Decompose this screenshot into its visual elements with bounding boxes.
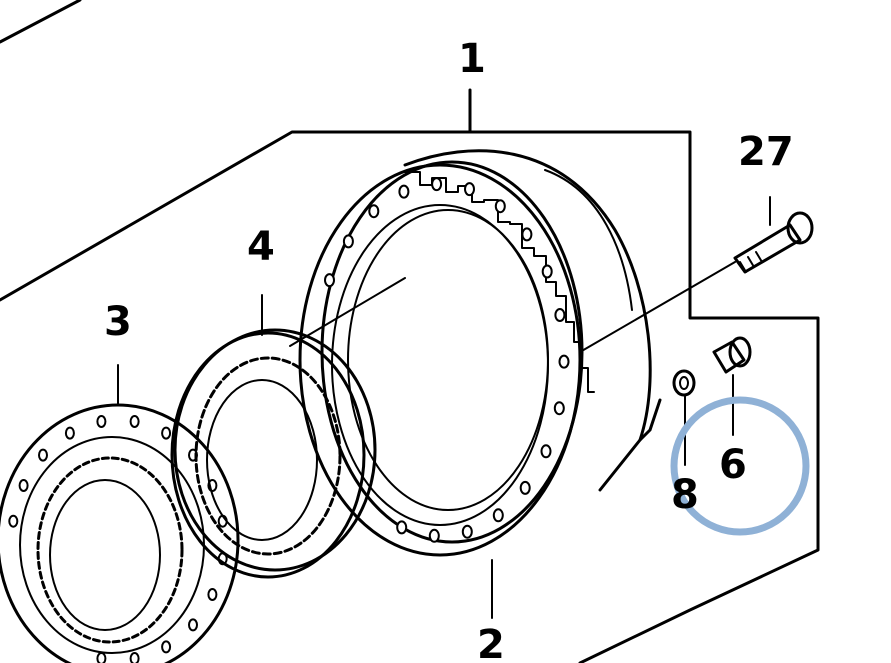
bolt-hole <box>464 182 475 197</box>
part-27-bolt <box>733 211 814 274</box>
callout-6: 6 <box>719 442 747 488</box>
highlight-circle <box>670 396 810 536</box>
callout-2: 2 <box>477 622 505 663</box>
bolt-hole <box>553 401 565 416</box>
part-8-washer <box>672 369 696 397</box>
callout-27: 27 <box>738 129 794 175</box>
bolt-hole <box>18 479 29 492</box>
part-3-gear-ring <box>0 403 240 663</box>
bolt-hole <box>8 514 19 528</box>
bolt-hole <box>492 508 504 523</box>
bolt-hole <box>540 444 552 459</box>
callout-labels: 1 27 4 3 6 8 2 <box>104 36 794 663</box>
bolt-hole <box>494 199 506 214</box>
bolt-hole <box>161 426 172 440</box>
bolt-hole <box>38 448 48 462</box>
bolt-hole <box>129 652 140 663</box>
bolt-hole <box>64 426 75 440</box>
bolt-hole <box>324 273 335 288</box>
bolt-hole <box>396 520 408 535</box>
bolt-hole <box>96 415 107 428</box>
bolt-hole <box>541 264 553 279</box>
bolt-hole <box>554 308 566 322</box>
bolt-hole <box>521 227 533 242</box>
bolt-hole <box>161 640 172 654</box>
bolt-hole <box>461 524 473 539</box>
bolt-hole <box>431 177 443 192</box>
bolt-hole <box>558 354 570 369</box>
bolt-hole <box>428 528 440 543</box>
bolt-hole <box>342 234 354 249</box>
bolt-hole <box>519 480 531 495</box>
part-6-plug <box>712 336 752 374</box>
bolt-hole <box>398 184 410 199</box>
bolt-hole <box>96 652 107 663</box>
callout-4: 4 <box>247 224 275 270</box>
callout-3: 3 <box>104 299 132 345</box>
bolt-hole <box>188 618 198 632</box>
bolt-hole <box>368 204 380 219</box>
part-4-internal-gear <box>170 328 377 579</box>
callout-8: 8 <box>671 472 699 518</box>
part-1-housing <box>298 149 662 557</box>
leader-lines <box>117 196 771 619</box>
callout-1: 1 <box>458 36 486 82</box>
assembly-bracket-lines <box>0 0 820 663</box>
bolt-hole <box>129 415 140 428</box>
bolt-hole <box>207 588 218 601</box>
